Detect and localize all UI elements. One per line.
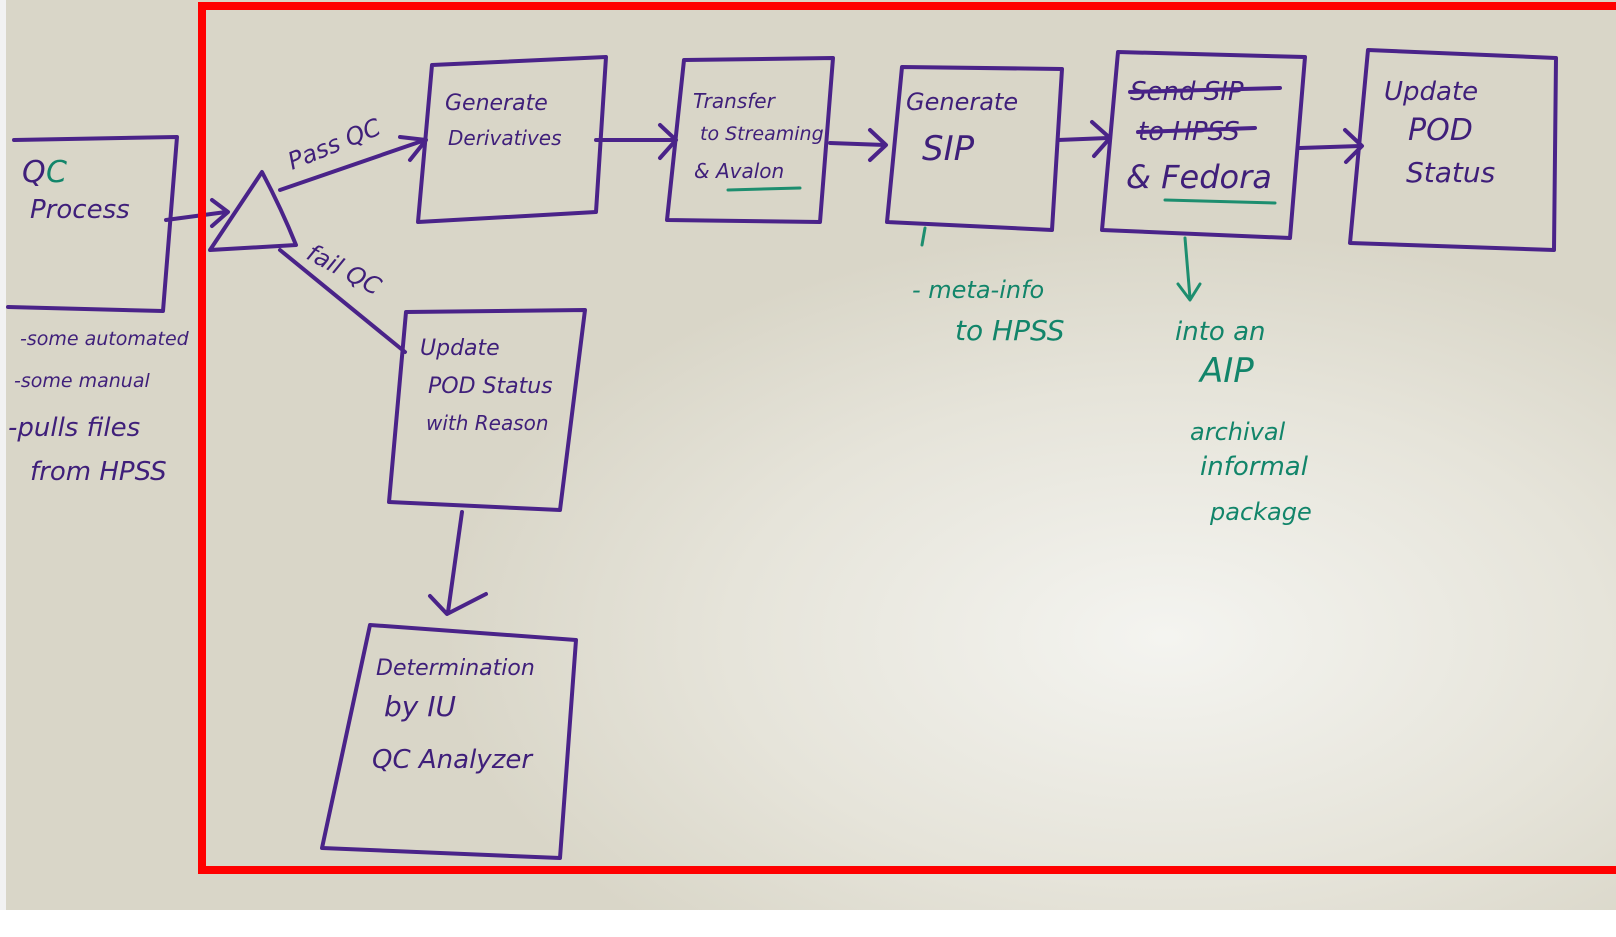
fedora-underline xyxy=(1163,198,1277,205)
update-pod-reason-label-3: with Reason xyxy=(426,411,549,435)
board-surface xyxy=(6,0,1616,910)
send-sip-label-3: & Fedora xyxy=(1126,158,1272,196)
sip-note-tick xyxy=(920,226,927,247)
decision-triangle xyxy=(208,170,298,252)
qc-note-2: -some manual xyxy=(14,370,150,392)
qc-process-box xyxy=(6,135,179,313)
bottom-margin xyxy=(0,910,1616,937)
transfer-label-1: Transfer xyxy=(693,89,777,113)
arrow-send-to-aip xyxy=(1176,236,1202,302)
aip-note-3: archival xyxy=(1190,418,1286,446)
left-margin xyxy=(0,0,6,937)
determination-label-3: QC Analyzer xyxy=(372,745,534,775)
generate-derivatives-label-1: Generate xyxy=(445,91,548,116)
update-pod-reason-label-2: POD Status xyxy=(428,374,553,399)
generate-sip-label-1: Generate xyxy=(906,88,1018,116)
send-sip-box xyxy=(1100,50,1307,240)
aip-note-5: package xyxy=(1209,498,1312,526)
determination-box xyxy=(320,623,578,860)
transfer-label-3: & Avalon xyxy=(694,159,784,183)
arrow-transfer-to-sip xyxy=(828,128,888,162)
qc-note-1: -some automated xyxy=(20,328,190,350)
qc-process-label-q: Q xyxy=(22,155,46,190)
arrow-qc-to-decision xyxy=(164,198,230,228)
update-pod-status-label-1: Update xyxy=(1384,77,1478,107)
aip-note-2: AIP xyxy=(1198,351,1254,391)
update-pod-status-label-2: POD xyxy=(1408,113,1473,148)
aip-note-1: into an xyxy=(1175,317,1265,347)
determination-label-2: by IU xyxy=(384,690,456,723)
update-pod-status-box xyxy=(1348,48,1558,252)
qc-process-label-c: C xyxy=(46,155,67,190)
determination-label-1: Determination xyxy=(376,656,535,681)
update-pod-reason-label-1: Update xyxy=(420,336,500,361)
update-pod-reason-box xyxy=(387,308,587,512)
highlight-frame xyxy=(198,2,1616,874)
generate-derivatives-box xyxy=(416,55,608,224)
qc-process-label-2: Process xyxy=(30,195,130,225)
strikeout-1 xyxy=(1128,86,1282,94)
transfer-label-2: to Streaming xyxy=(700,123,824,145)
generate-derivatives-label-2: Derivatives xyxy=(448,126,562,150)
qc-note-4: from HPSS xyxy=(30,457,167,487)
generate-sip-box xyxy=(885,65,1064,232)
avalon-underline xyxy=(726,186,802,192)
qc-note-3: -pulls files xyxy=(8,413,140,443)
transfer-box xyxy=(665,56,835,224)
update-pod-status-label-3: Status xyxy=(1406,156,1495,189)
strikeout-2 xyxy=(1136,126,1257,134)
arrow-send-to-pod xyxy=(1298,128,1364,164)
generate-sip-label-2: SIP xyxy=(922,129,975,169)
sip-note-1: - meta-info xyxy=(912,276,1044,304)
aip-note-4: informal xyxy=(1200,452,1309,482)
sip-note-2: to HPSS xyxy=(955,314,1065,347)
arrow-fail xyxy=(278,248,407,354)
arrow-reason-to-determination xyxy=(428,510,488,616)
